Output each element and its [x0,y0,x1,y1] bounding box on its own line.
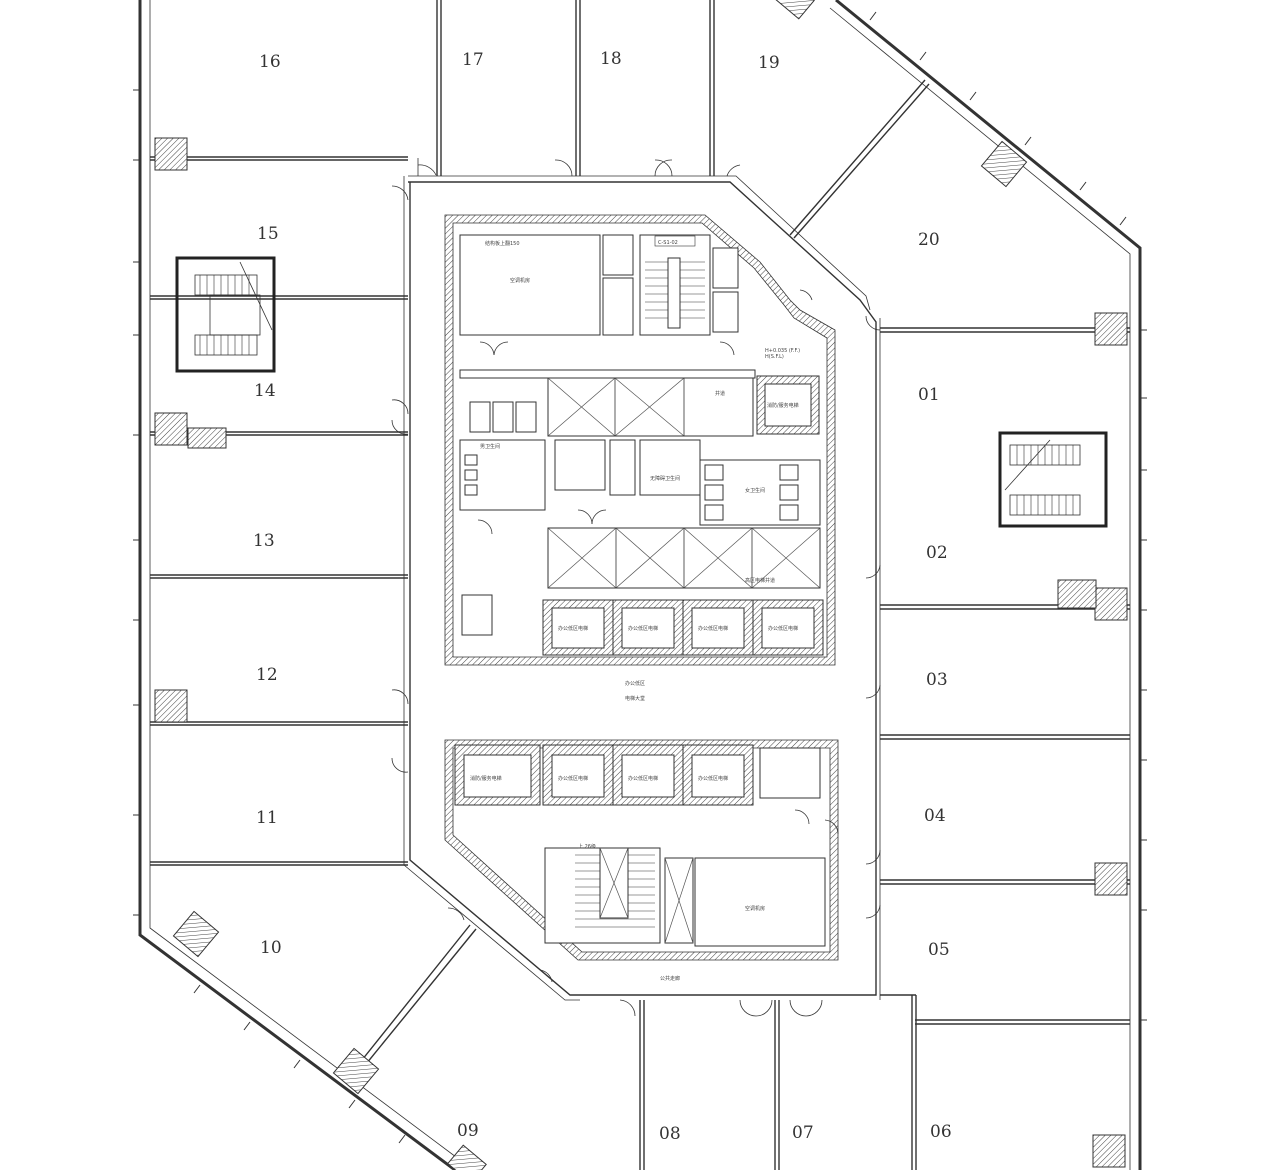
doors [391,158,881,1017]
unit-12-label: 12 [256,665,278,685]
high-zone-shaft-label: 高区电梯井道 [745,577,775,584]
unit-06-label: 06 [930,1122,952,1142]
shaft-label: 井道 [715,390,725,397]
outer-envelope [133,0,1147,1170]
level-note-2: H(S.F.L) [765,354,784,360]
public-corridor-label: 公共走廊 [660,975,680,982]
women-wc-label: 女卫生间 [745,487,765,494]
unit-09-label: 09 [457,1121,479,1141]
fire-elevator-label: 消防/服务电梯 [767,402,799,409]
slab-note: 结构板上翻150 [485,240,520,247]
structural-columns [154,0,1128,1170]
stair-unit-15 [175,256,276,373]
unit-10-label: 10 [260,938,282,958]
elevator-label: 办公低区电梯 [698,775,728,782]
partition-walls [150,0,1130,1170]
unit-07-label: 07 [792,1123,814,1143]
unit-13-label: 13 [253,531,275,551]
unit-01-label: 01 [918,385,940,405]
unit-labels: 16 17 18 19 20 15 14 01 13 02 12 03 11 0… [253,49,952,1144]
corridor-ring [403,175,881,1001]
unit-19-label: 19 [758,53,780,73]
unit-05-label: 05 [928,940,950,960]
elevator-label: 办公低区电梯 [628,625,658,632]
unit-15-label: 15 [257,224,279,244]
unit-18-label: 18 [600,49,622,69]
detail-tag: C-S1-02 [658,240,678,246]
unit-08-label: 08 [659,1124,681,1144]
stair-unit-01 [998,431,1108,528]
elevator-label: 办公低区电梯 [558,625,588,632]
unit-04-label: 04 [924,806,946,826]
lift-lobby-label-bottom: 电梯大堂 [625,695,645,702]
core-lower: 消防/服务电梯 办公低区电梯 办公低区电梯 办公低区电梯 上 26级 空调机房 [444,739,839,961]
elevator-label: 办公低区电梯 [768,625,798,632]
fire-elevator-label-lower: 消防/服务电梯 [470,775,502,782]
men-wc-label: 男卫生间 [480,443,500,450]
core-upper: 结构板上翻150 空调机房 C-S1-02 H+0.035 (F.F.) H(S… [444,214,836,666]
accessible-wc-label: 无障碍卫生间 [650,475,680,482]
elevator-bank-lower: 办公低区电梯 办公低区电梯 办公低区电梯 [542,744,754,806]
unit-03-label: 03 [926,670,948,690]
elevator-bank-upper: 办公低区电梯 办公低区电梯 办公低区电梯 办公低区电梯 [542,599,824,656]
ac-room-bottom-label: 空调机房 [745,905,765,912]
elevator-label: 办公低区电梯 [558,775,588,782]
lift-lobby-label-top: 办公低区 [625,680,645,687]
stair-upper-label: 上 26级 [578,843,596,850]
unit-11-label: 11 [256,808,278,828]
unit-14-label: 14 [254,381,276,401]
unit-16-label: 16 [259,52,281,72]
facade-ticks-left [133,89,141,916]
unit-17-label: 17 [462,50,484,70]
facade-ticks-diagonal [193,11,1127,1144]
elevator-label: 办公低区电梯 [628,775,658,782]
level-note-1: H+0.035 (F.F.) [765,348,800,354]
facade-ticks-right [1139,329,1147,1021]
elevator-label: 办公低区电梯 [698,625,728,632]
unit-20-label: 20 [918,230,940,250]
ac-room-top-label: 空调机房 [510,277,530,284]
unit-02-label: 02 [926,543,948,563]
